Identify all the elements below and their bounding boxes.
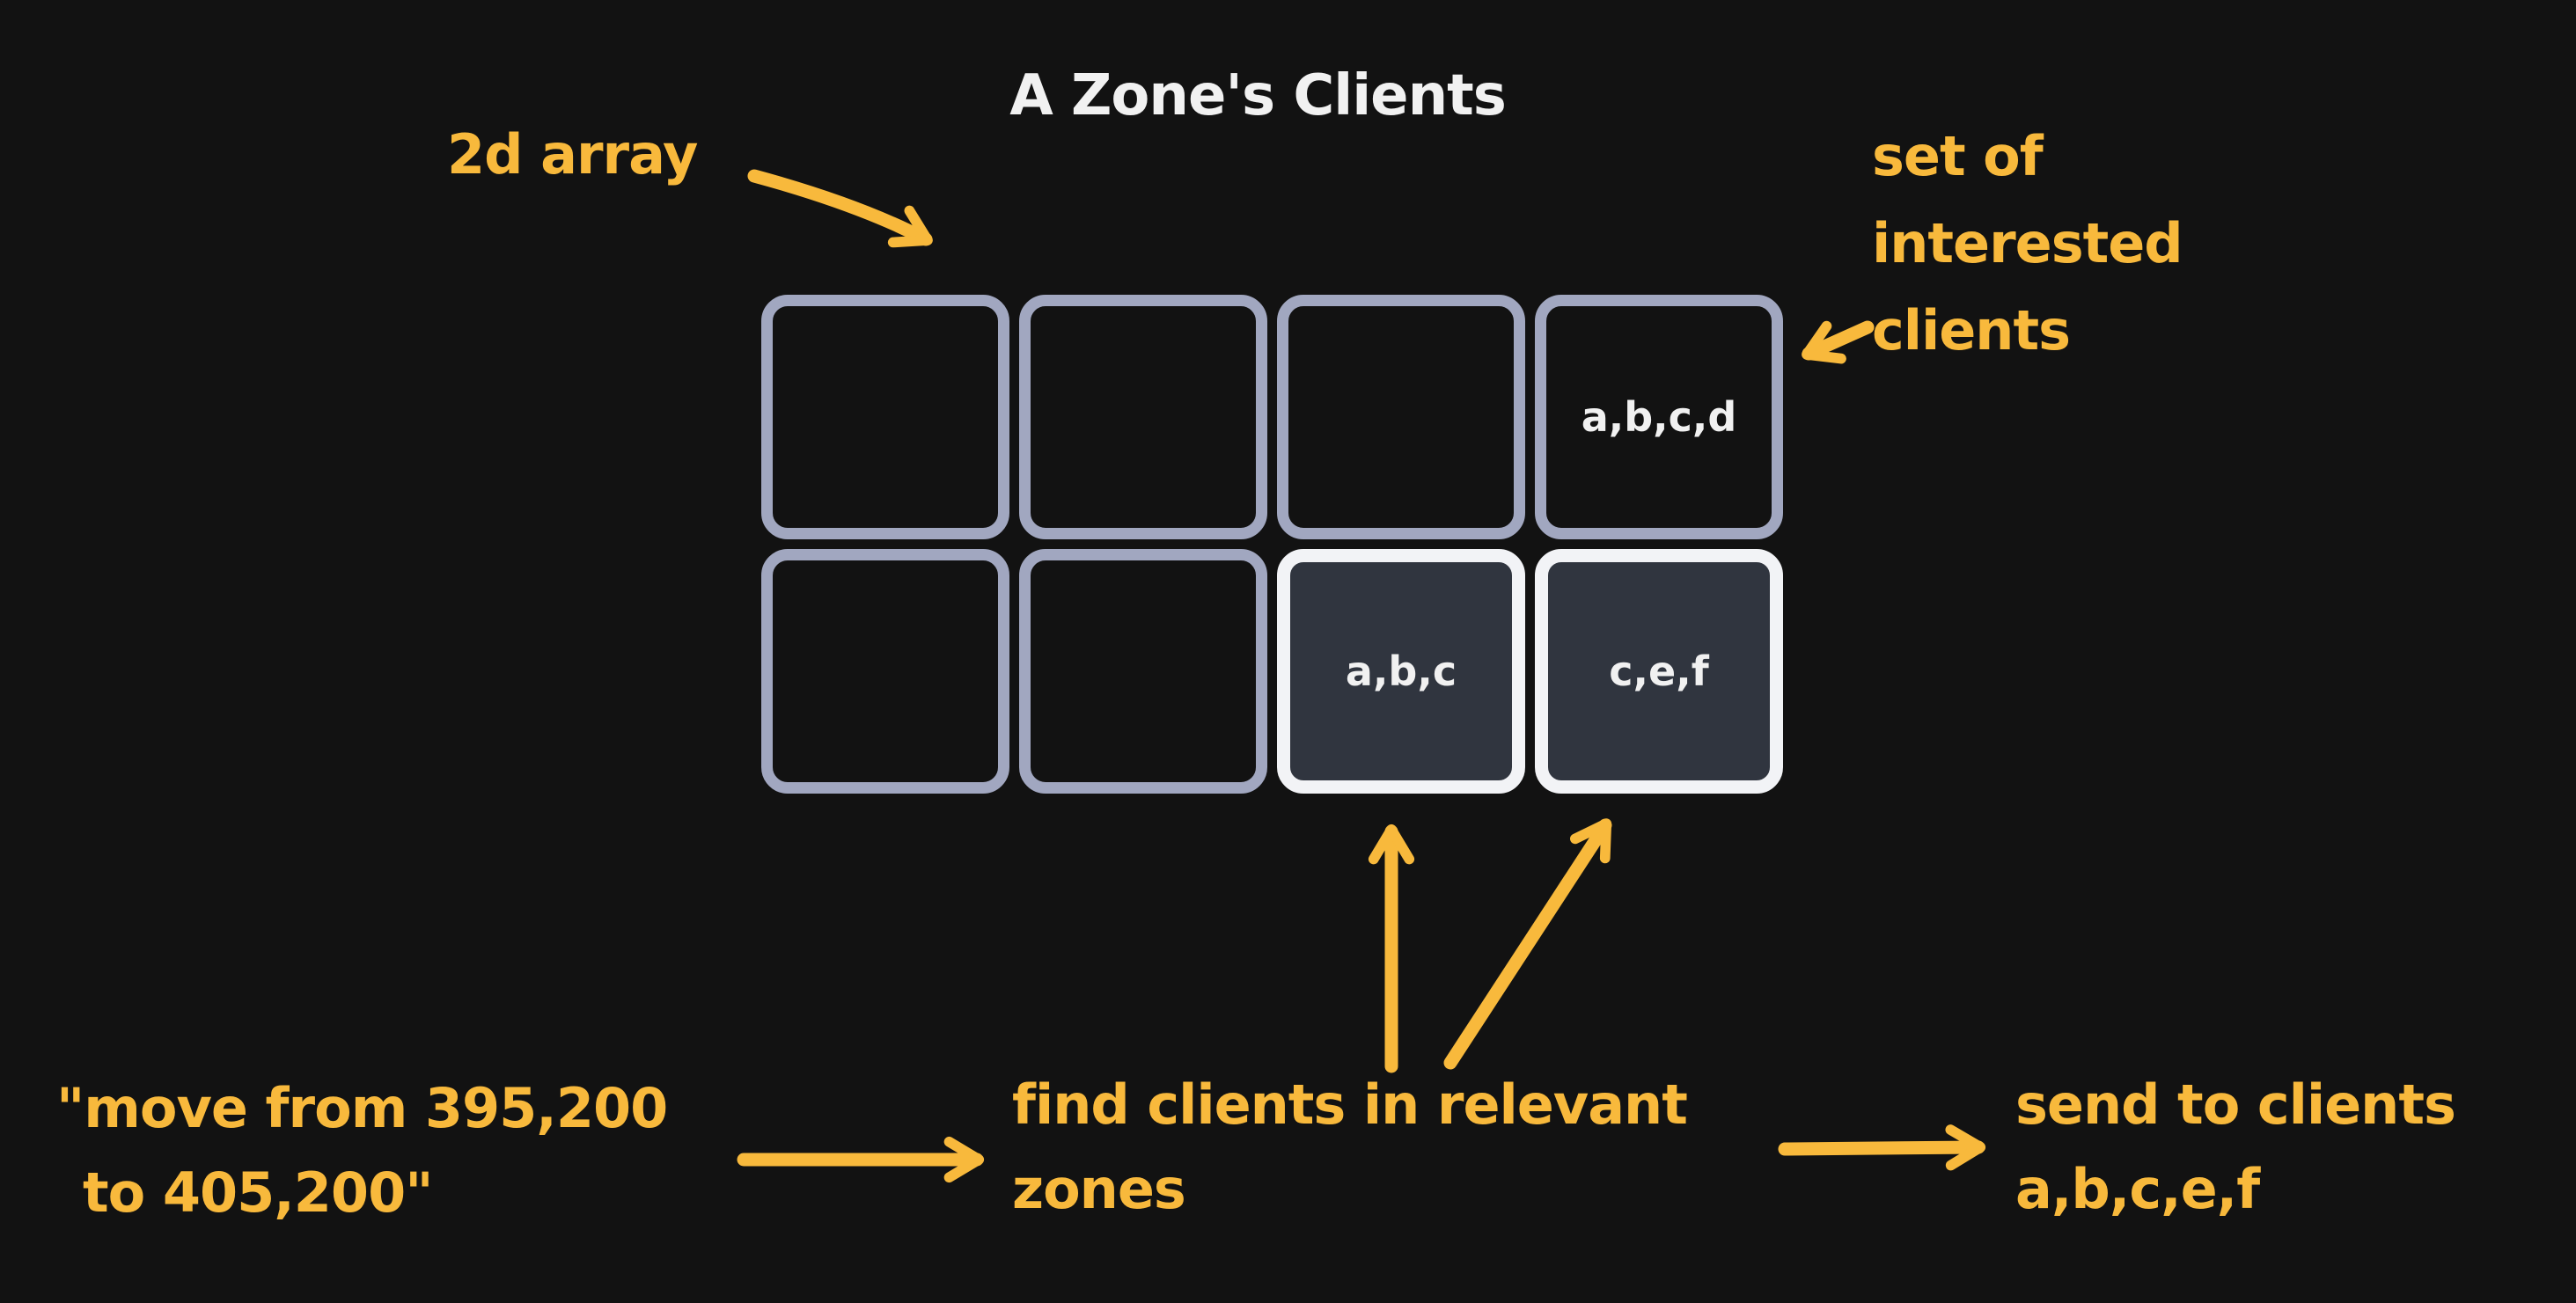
grid-cell-empty — [1019, 295, 1267, 539]
arrow-find-to-send — [1778, 1124, 1986, 1171]
move-command-line2: to 405,200" — [83, 1160, 434, 1225]
label-interested-clients: set of interested clients — [1872, 113, 2183, 374]
arrow-interest-to-cell — [1802, 320, 1875, 364]
label-2d-array-text: 2d array — [447, 122, 698, 187]
grid-cell-cef: c,e,f — [1535, 549, 1783, 794]
label-interested-line1: set of — [1872, 124, 2044, 188]
move-command-line1: "move from 395,200 — [56, 1076, 668, 1140]
diagram-title: A Zone's Clients — [1009, 63, 1507, 128]
send-clients-line1: send to clients — [2015, 1072, 2456, 1137]
label-find-clients: find clients in relevant zones — [1012, 1063, 1688, 1232]
grid-cell-empty — [761, 295, 1009, 539]
zone-grid: a,b,c,d a,b,c c,e,f — [761, 295, 1783, 794]
label-interested-line3: clients — [1872, 298, 2071, 362]
find-clients-line1: find clients in relevant — [1012, 1072, 1688, 1137]
cell-label: a,b,c,d — [1581, 393, 1737, 441]
find-clients-line2: zones — [1012, 1157, 1186, 1221]
grid-cell-abc: a,b,c — [1277, 549, 1525, 794]
grid-cell-empty — [1019, 549, 1267, 794]
grid-cell-empty — [1277, 295, 1525, 539]
cell-label: c,e,f — [1609, 648, 1709, 695]
label-interested-line2: interested — [1872, 211, 2183, 275]
grid-cell-abcd: a,b,c,d — [1535, 295, 1783, 539]
arrow-2d-array-to-grid — [747, 169, 933, 248]
grid-cell-empty — [761, 549, 1009, 794]
send-clients-line2: a,b,c,e,f — [2015, 1157, 2260, 1221]
label-send-clients: send to clients a,b,c,e,f — [2015, 1063, 2456, 1232]
arrow-find-to-cell-cef — [1443, 818, 1612, 1070]
label-move-command: "move from 395,200 to 405,200" — [56, 1066, 668, 1235]
label-2d-array: 2d array — [447, 113, 698, 197]
cell-label: a,b,c — [1345, 648, 1457, 695]
